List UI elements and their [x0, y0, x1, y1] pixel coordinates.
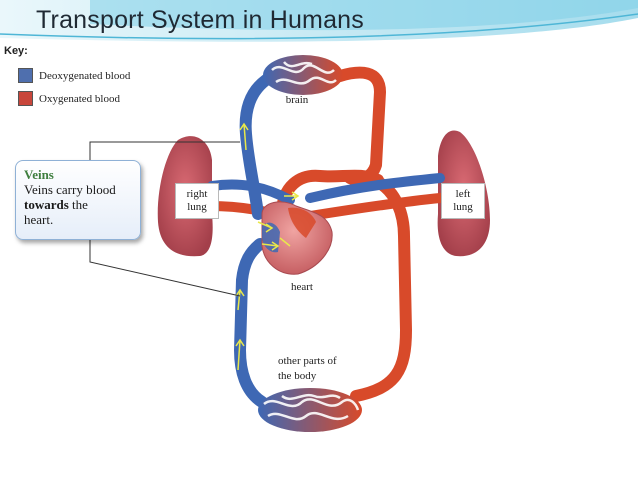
- body-capillaries: [258, 388, 362, 432]
- page-title: Transport System in Humans: [36, 6, 364, 34]
- callout-emphasis: towards: [24, 197, 69, 212]
- label-body-line2: the body: [278, 370, 317, 382]
- callout-line1: Veins carry blood: [24, 182, 116, 197]
- key-label-deoxygenated: Deoxygenated blood: [39, 69, 131, 82]
- key-heading: Key:: [4, 45, 28, 57]
- label-left-lung-line1: left: [455, 188, 471, 200]
- brain-capillaries: [263, 55, 343, 95]
- oxygenated-swatch: [18, 91, 33, 106]
- label-brain: brain: [285, 94, 309, 106]
- label-right-lung: right lung: [175, 183, 219, 219]
- label-right-lung-line2: lung: [187, 201, 207, 213]
- callout-leader-lines: [89, 141, 241, 297]
- deoxygenated-vessels: [207, 74, 445, 408]
- label-body-line1: other parts of: [278, 355, 337, 367]
- veins-callout: Veins Veins carry blood towards the hear…: [15, 160, 141, 240]
- key-label-oxygenated: Oxygenated blood: [39, 92, 120, 105]
- label-other-parts-of-body: other parts of the body: [278, 354, 337, 384]
- header-swoosh: [0, 0, 638, 42]
- oxygenated-vessels: [205, 66, 445, 402]
- callout-title: Veins: [24, 167, 54, 182]
- key-item-oxygenated: Oxygenated blood: [18, 91, 120, 106]
- deoxygenated-swatch: [18, 68, 33, 83]
- callout-line2-rest: the: [68, 197, 88, 212]
- label-left-lung-line2: lung: [453, 201, 473, 213]
- label-right-lung-line1: right: [186, 188, 208, 200]
- callout-line3: heart.: [24, 212, 54, 227]
- label-left-lung: left lung: [441, 183, 485, 219]
- callout-line2: towards the: [24, 197, 132, 212]
- key-item-deoxygenated: Deoxygenated blood: [18, 68, 130, 83]
- label-heart: heart: [291, 281, 313, 293]
- flow-arrows: [235, 122, 300, 371]
